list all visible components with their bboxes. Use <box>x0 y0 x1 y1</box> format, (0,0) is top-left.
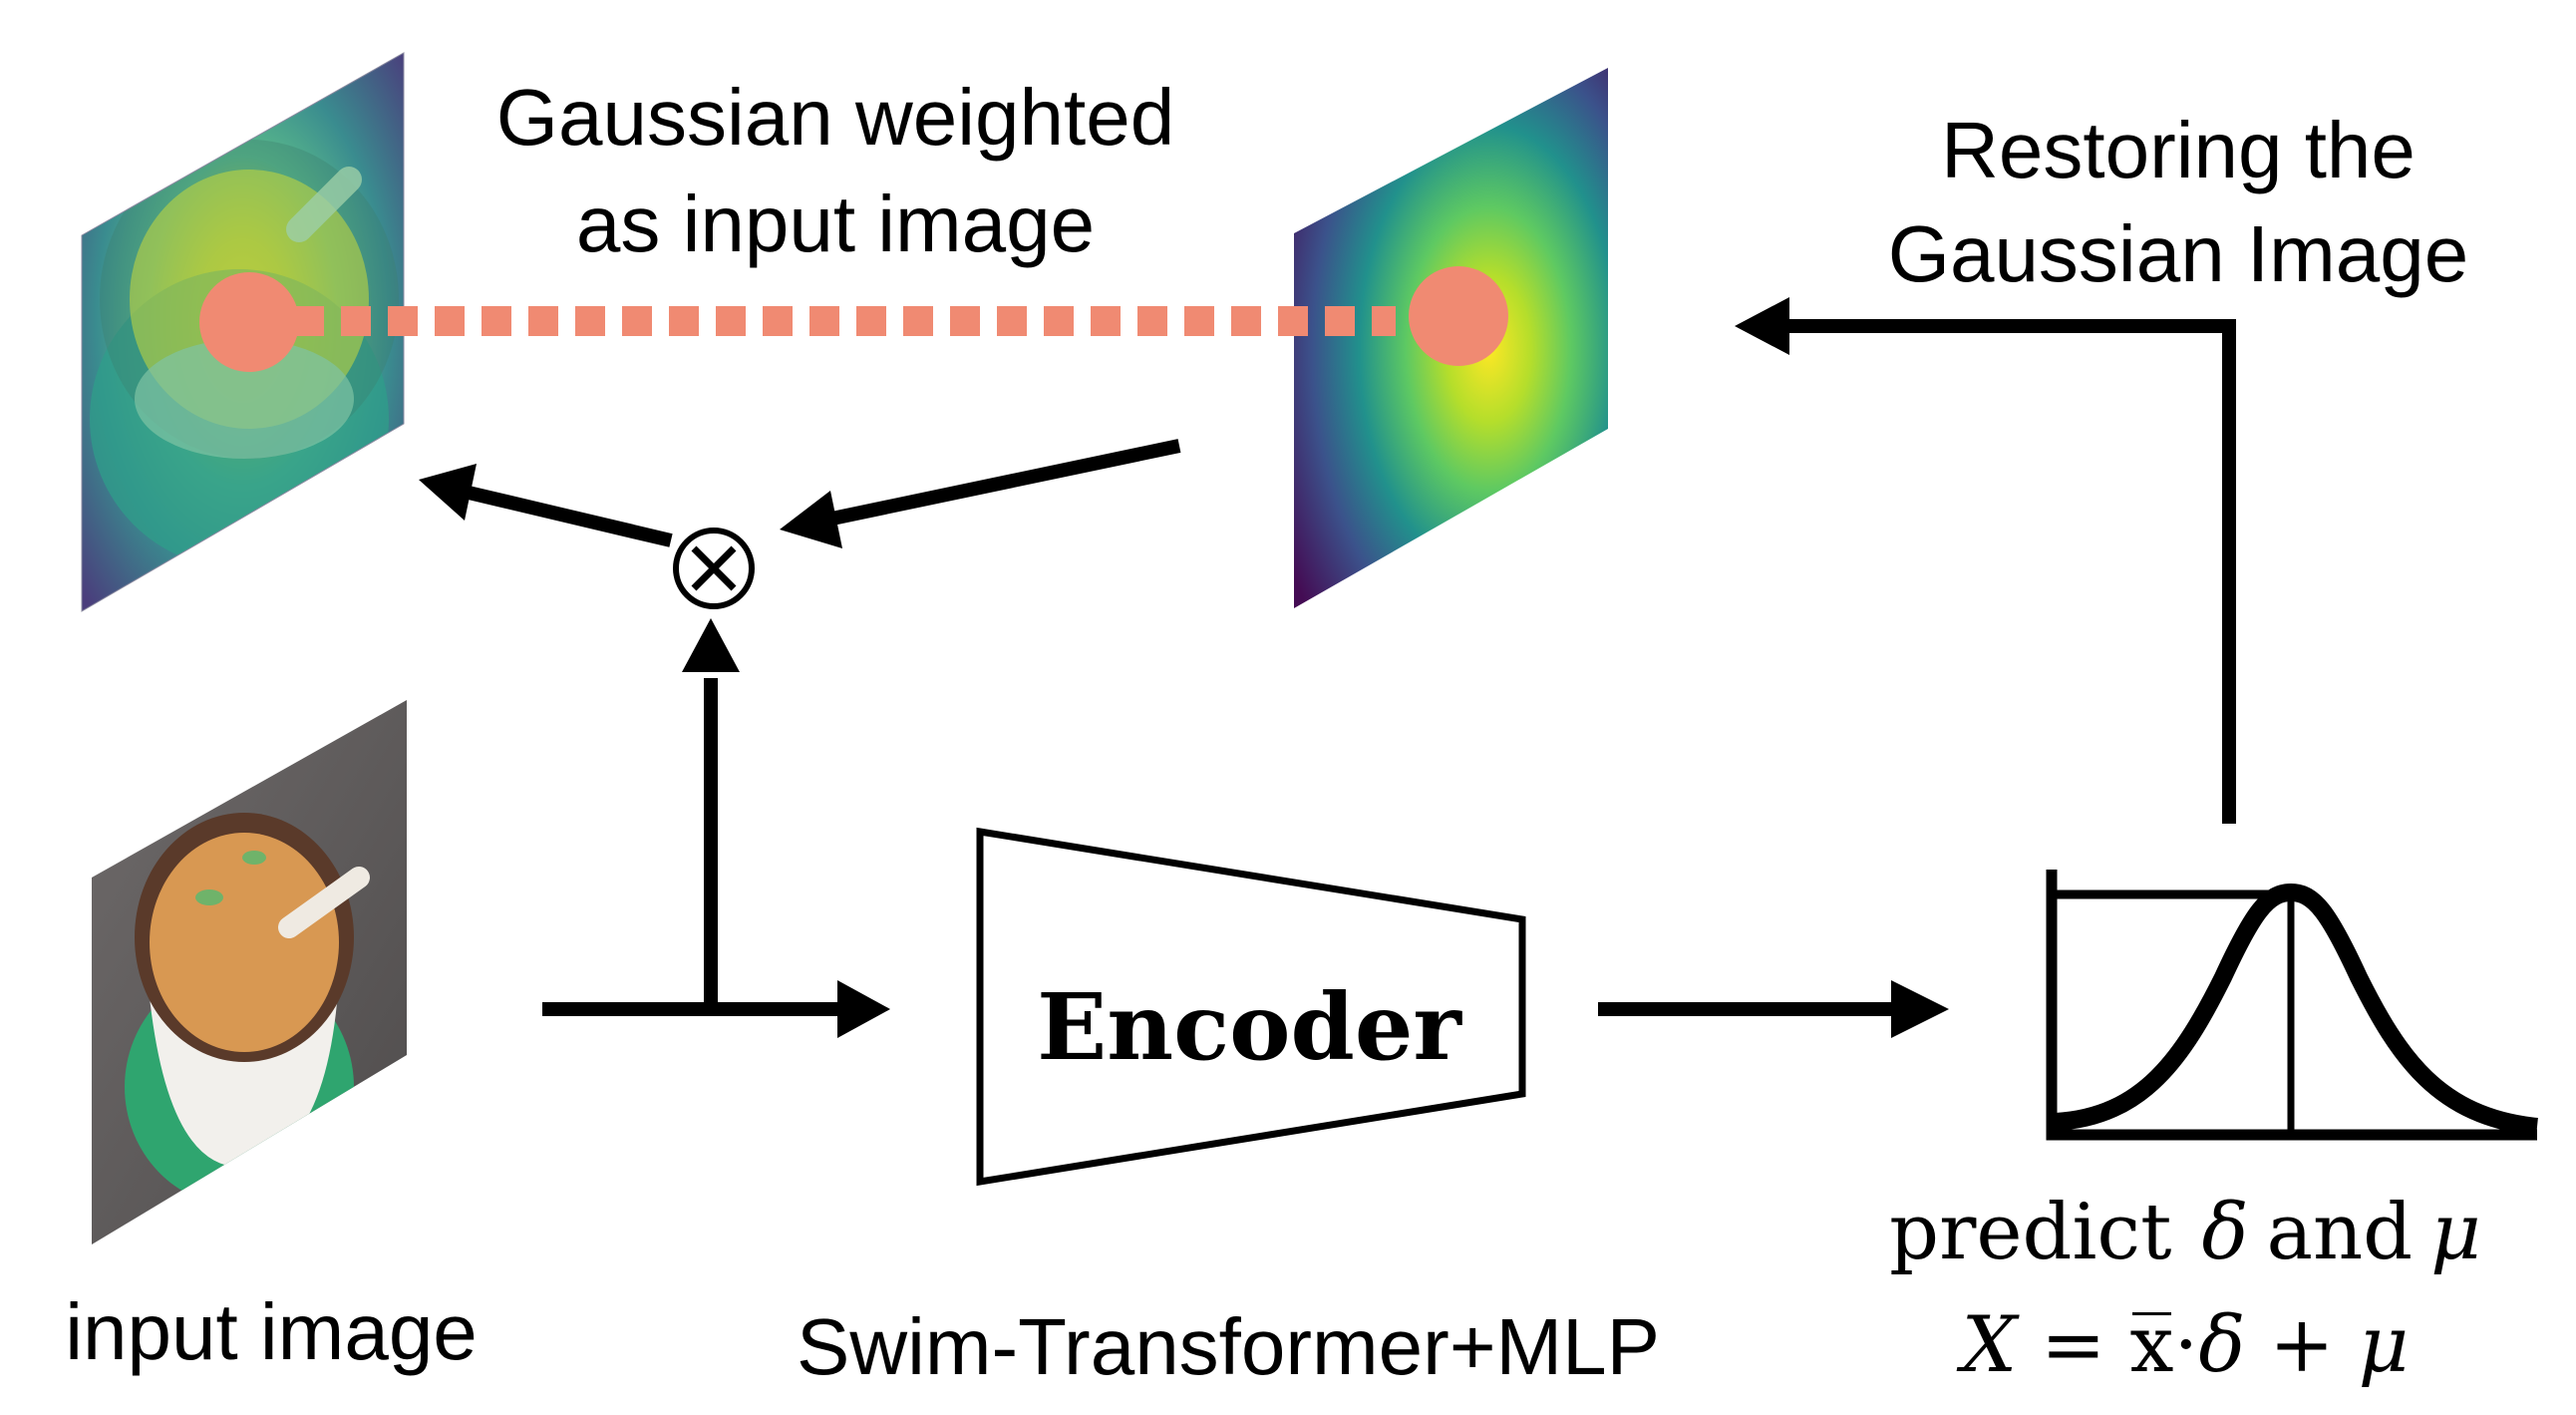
center-dot-weighted <box>199 272 299 372</box>
formula: X= x̅·δ + μ <box>1956 1300 2410 1390</box>
center-dot-gaussian <box>1409 266 1508 366</box>
arrow-branch-to-multiply <box>682 618 740 1009</box>
input-image-panel <box>92 700 407 1244</box>
formula-xbar: x̅ <box>2130 1300 2174 1390</box>
formula-plus: + <box>2269 1300 2334 1390</box>
predict-prefix: predict <box>1889 1188 2171 1277</box>
arrow-restore-gaussian <box>1735 297 2236 824</box>
restoring-label-line1: Restoring the <box>1941 106 2415 194</box>
arrow-gaussian-to-multiply <box>780 439 1181 548</box>
formula-x: X <box>1956 1300 2021 1390</box>
weighted-image-frame <box>81 52 405 612</box>
circled-times-icon <box>673 528 755 609</box>
formula-delta: δ <box>2198 1300 2245 1390</box>
arrow-encoder-to-distribution <box>1598 980 1949 1038</box>
encoder-label: Encoder <box>1037 973 1462 1081</box>
input-image-label: input image <box>65 1287 478 1376</box>
bell-curve-icon <box>2046 870 2538 1141</box>
predict-delta: δ <box>2201 1188 2248 1277</box>
backbone-label: Swim-Transformer+MLP <box>797 1302 1660 1391</box>
formula-dot: · <box>2174 1300 2199 1390</box>
arrow-input-to-encoder <box>542 980 890 1038</box>
formula-equals: = <box>2041 1300 2105 1390</box>
encoder-block <box>976 827 1526 1187</box>
predict-and: and <box>2266 1188 2413 1277</box>
gaussian-weighted-label-line1: Gaussian weighted <box>496 73 1174 162</box>
arrow-multiply-to-weighted <box>419 464 673 547</box>
predict-mu: μ <box>2430 1188 2481 1277</box>
gaussian-weighted-label-line2: as input image <box>576 179 1095 268</box>
formula-mu: μ <box>2359 1300 2410 1390</box>
restoring-label-line2: Gaussian Image <box>1888 209 2469 298</box>
